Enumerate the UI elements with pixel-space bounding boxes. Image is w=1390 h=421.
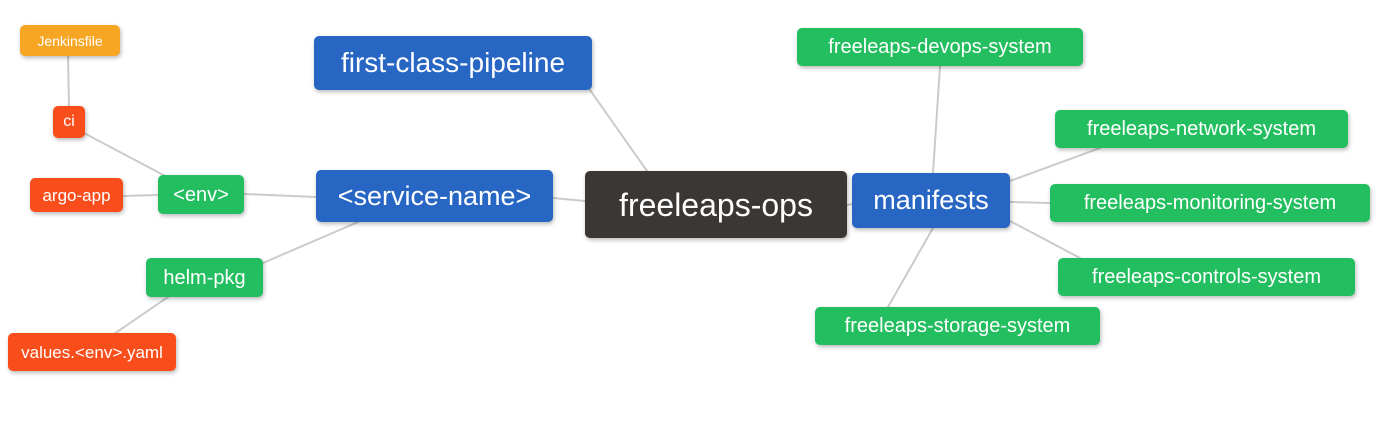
node-freeleaps-ops[interactable]: freeleaps-ops bbox=[585, 171, 847, 238]
edge-manifests--freeleaps-network-system bbox=[1009, 147, 1101, 182]
node-helm-pkg[interactable]: helm-pkg bbox=[146, 258, 263, 297]
node-freeleaps-controls-system[interactable]: freeleaps-controls-system bbox=[1058, 258, 1355, 296]
edge-helm-pkg--values-env-yaml bbox=[113, 296, 169, 335]
node-freeleaps-storage-system[interactable]: freeleaps-storage-system bbox=[815, 307, 1100, 345]
edge-argo-app--env bbox=[122, 194, 159, 197]
node-ci[interactable]: ci bbox=[53, 106, 85, 138]
edge-ci--env bbox=[83, 132, 168, 178]
edge-manifests--freeleaps-devops-system bbox=[932, 65, 941, 174]
edge-manifests--freeleaps-storage-system bbox=[887, 227, 934, 308]
edge-first-class-pipeline--freeleaps-ops bbox=[589, 89, 648, 172]
node-manifests[interactable]: manifests bbox=[852, 173, 1010, 228]
node-env[interactable]: <env> bbox=[158, 175, 244, 214]
edge-env--service-name bbox=[243, 193, 317, 198]
edge-service-name--freeleaps-ops bbox=[552, 197, 586, 202]
edge-manifests--freeleaps-controls-system bbox=[1009, 220, 1081, 259]
edge-service-name--helm-pkg bbox=[262, 221, 359, 264]
edge-jenkinsfile--ci bbox=[67, 54, 70, 108]
node-first-class-pipeline[interactable]: first-class-pipeline bbox=[314, 36, 592, 90]
node-jenkinsfile[interactable]: Jenkinsfile bbox=[20, 25, 120, 56]
node-service-name[interactable]: <service-name> bbox=[316, 170, 553, 222]
node-values-env-yaml[interactable]: values.<env>.yaml bbox=[8, 333, 176, 371]
node-freeleaps-devops-system[interactable]: freeleaps-devops-system bbox=[797, 28, 1083, 66]
edge-manifests--freeleaps-monitoring-system bbox=[1009, 201, 1051, 204]
node-freeleaps-monitoring-system[interactable]: freeleaps-monitoring-system bbox=[1050, 184, 1370, 222]
node-argo-app[interactable]: argo-app bbox=[30, 178, 123, 212]
node-freeleaps-network-system[interactable]: freeleaps-network-system bbox=[1055, 110, 1348, 148]
edge-freeleaps-ops--manifests bbox=[846, 203, 853, 206]
